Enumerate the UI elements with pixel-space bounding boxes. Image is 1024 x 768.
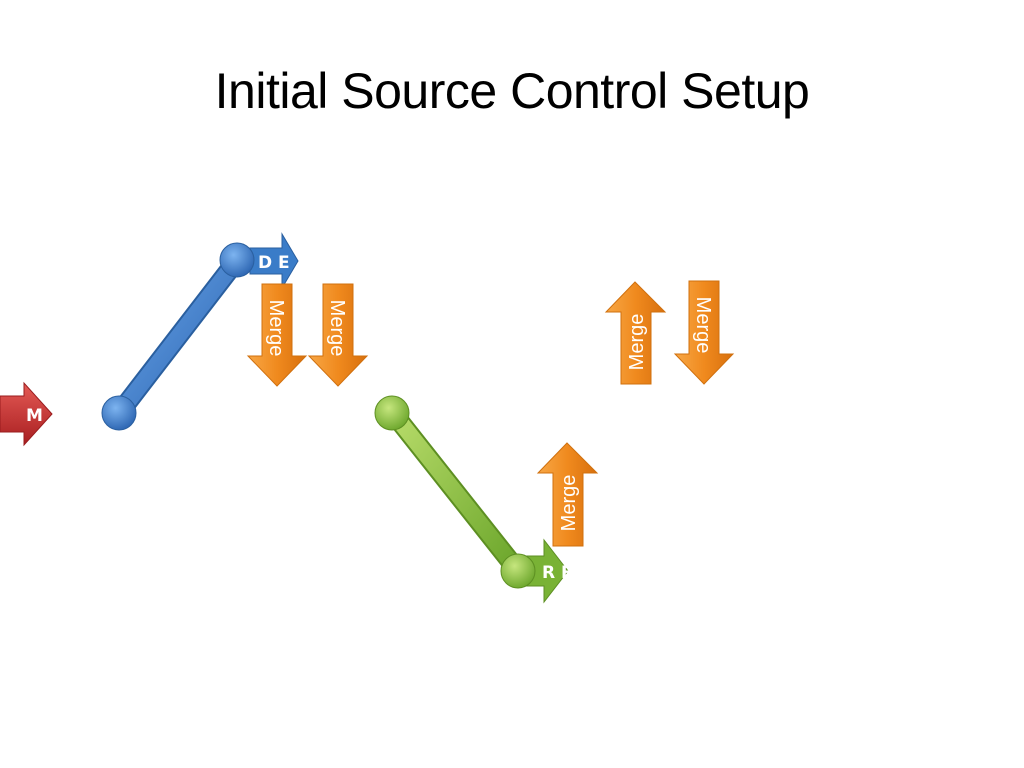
merge-arrow-up-2: Merge <box>536 442 599 547</box>
merge-label: Merge <box>326 300 348 357</box>
merge-arrow-down-2: Merge <box>307 283 369 387</box>
merge-label: Merge <box>692 297 714 354</box>
release-branch-start-node <box>374 395 410 431</box>
merge-label: Merge <box>265 300 287 357</box>
merge-label: Merge <box>626 314 648 371</box>
slide-title: Initial Source Control Setup <box>214 63 810 119</box>
release-branch-end-node <box>500 553 536 589</box>
main-branch-label: M <box>26 406 43 426</box>
release-branch: R E <box>374 395 573 604</box>
dev-branch-arrowhead <box>249 232 299 290</box>
main-branch-arrow: M <box>0 381 53 447</box>
dev-branch-label: D E <box>258 253 290 273</box>
merge-arrow-down-1: Merge <box>246 283 308 387</box>
merge-arrow-down-3: Merge <box>673 280 735 385</box>
merge-arrow-up-1: Merge <box>604 281 667 385</box>
dev-branch: D E <box>101 232 299 431</box>
dev-branch-end-node <box>219 242 255 278</box>
release-branch-label: R E <box>542 563 573 583</box>
merge-label: Merge <box>558 475 580 532</box>
dev-branch-start-node <box>101 395 137 431</box>
